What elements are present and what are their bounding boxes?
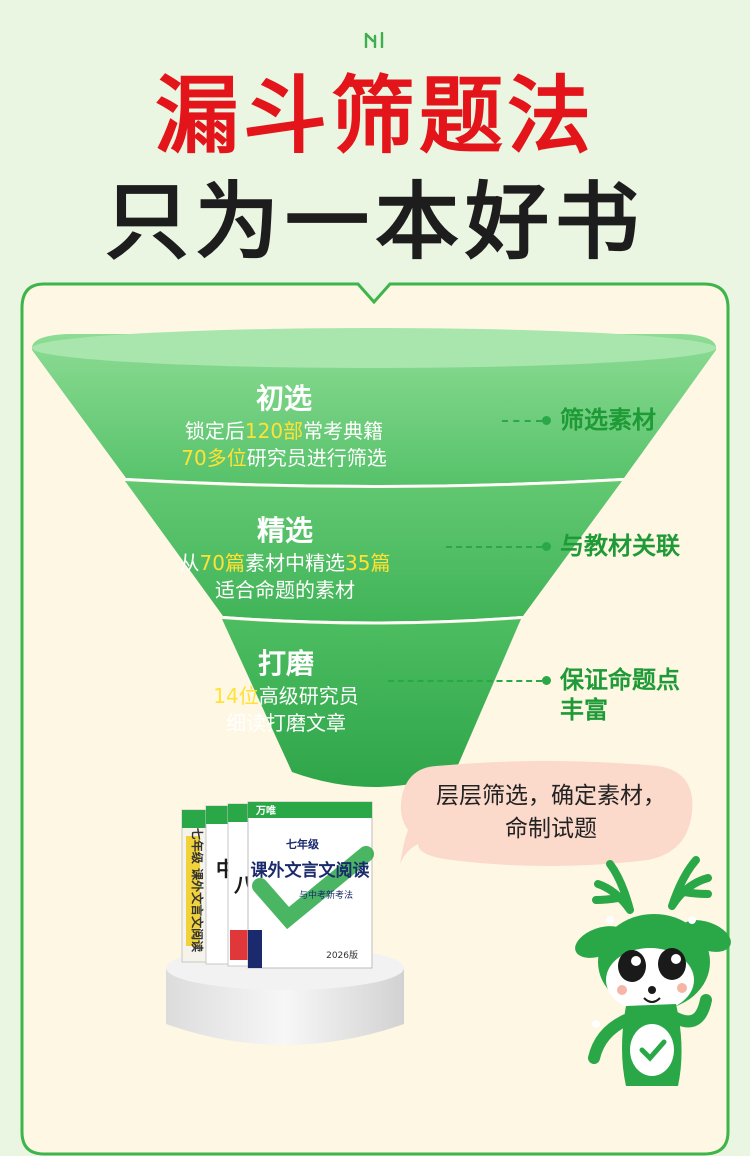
brand-mark-icon (364, 32, 384, 48)
funnel-stage-1-shape (31, 334, 717, 485)
stage-2-line-1: 从70篇素材中精选35篇 (179, 551, 391, 575)
svg-text:万唯: 万唯 (255, 804, 276, 817)
stage-1-line-2: 70多位研究员进行筛选 (181, 446, 387, 470)
stage-1-title: 初选 (255, 382, 312, 415)
stage-2-title: 精选 (256, 514, 313, 547)
stage-3-line-2: 细读打磨文章 (226, 711, 346, 735)
side-label-2: 与教材关联 (560, 532, 680, 560)
funnel-stage-3-shape (222, 619, 521, 787)
side-label-3-cont: 丰富 (560, 696, 608, 724)
connector-dot-3 (542, 676, 551, 685)
stage-3-title: 打磨 (257, 647, 314, 680)
funnel-stage-2: 精选 从70篇素材中精选35篇 适合命题的素材 (160, 512, 410, 604)
bubble-text: 层层筛选，确定素材， 命制试题 (416, 780, 686, 846)
svg-text:七年级: 七年级 (286, 837, 320, 851)
funnel-top-rim (32, 328, 716, 368)
stage-2-line-2: 适合命题的素材 (215, 578, 355, 602)
svg-text:课外文言文阅读: 课外文言文阅读 (251, 860, 370, 881)
funnel-stage-3: 打磨 14位高级研究员 细读打磨文章 (186, 645, 386, 737)
stage-1-line-1: 锁定后120部常考典籍 (184, 419, 384, 443)
page-title: 漏斗筛题法 (154, 67, 595, 165)
connector-line-2 (446, 546, 542, 548)
funnel-stage-2-shape (125, 481, 622, 622)
side-label-1: 筛选素材 (560, 406, 656, 434)
funnel-stage-1: 初选 锁定后120部常考典籍 70多位研究员进行筛选 (174, 380, 394, 472)
book-front: 万唯 七年级 课外文言文阅读 与中考新考法 2026版 (247, 801, 374, 969)
funnel-diagram (31, 328, 717, 787)
svg-text:2026版: 2026版 (326, 949, 358, 961)
bubble-line-2: 命制试题 (505, 816, 597, 842)
connector-dot-2 (542, 542, 551, 551)
connector-dot-1 (542, 416, 551, 425)
page-subtitle: 只为一本好书 (104, 173, 645, 271)
connector-line-1 (502, 420, 542, 422)
svg-text:七年级 课外文言文阅读: 七年级 课外文言文阅读 (190, 828, 205, 952)
speech-bubble (400, 761, 693, 866)
connector-line-3 (388, 680, 542, 682)
svg-text:与中考新考法: 与中考新考法 (299, 889, 353, 901)
side-label-3: 保证命题点 (560, 666, 680, 694)
book-stack: 七年级 课外文言文阅读 中 八 万唯 七年级 课外文言文阅读 与中考新考法 20… (181, 801, 374, 969)
stage-3-line-1: 14位高级研究员 (213, 684, 359, 708)
bubble-line-1: 层层筛选，确定素材， (436, 783, 666, 809)
deer-mascot (575, 856, 731, 1086)
